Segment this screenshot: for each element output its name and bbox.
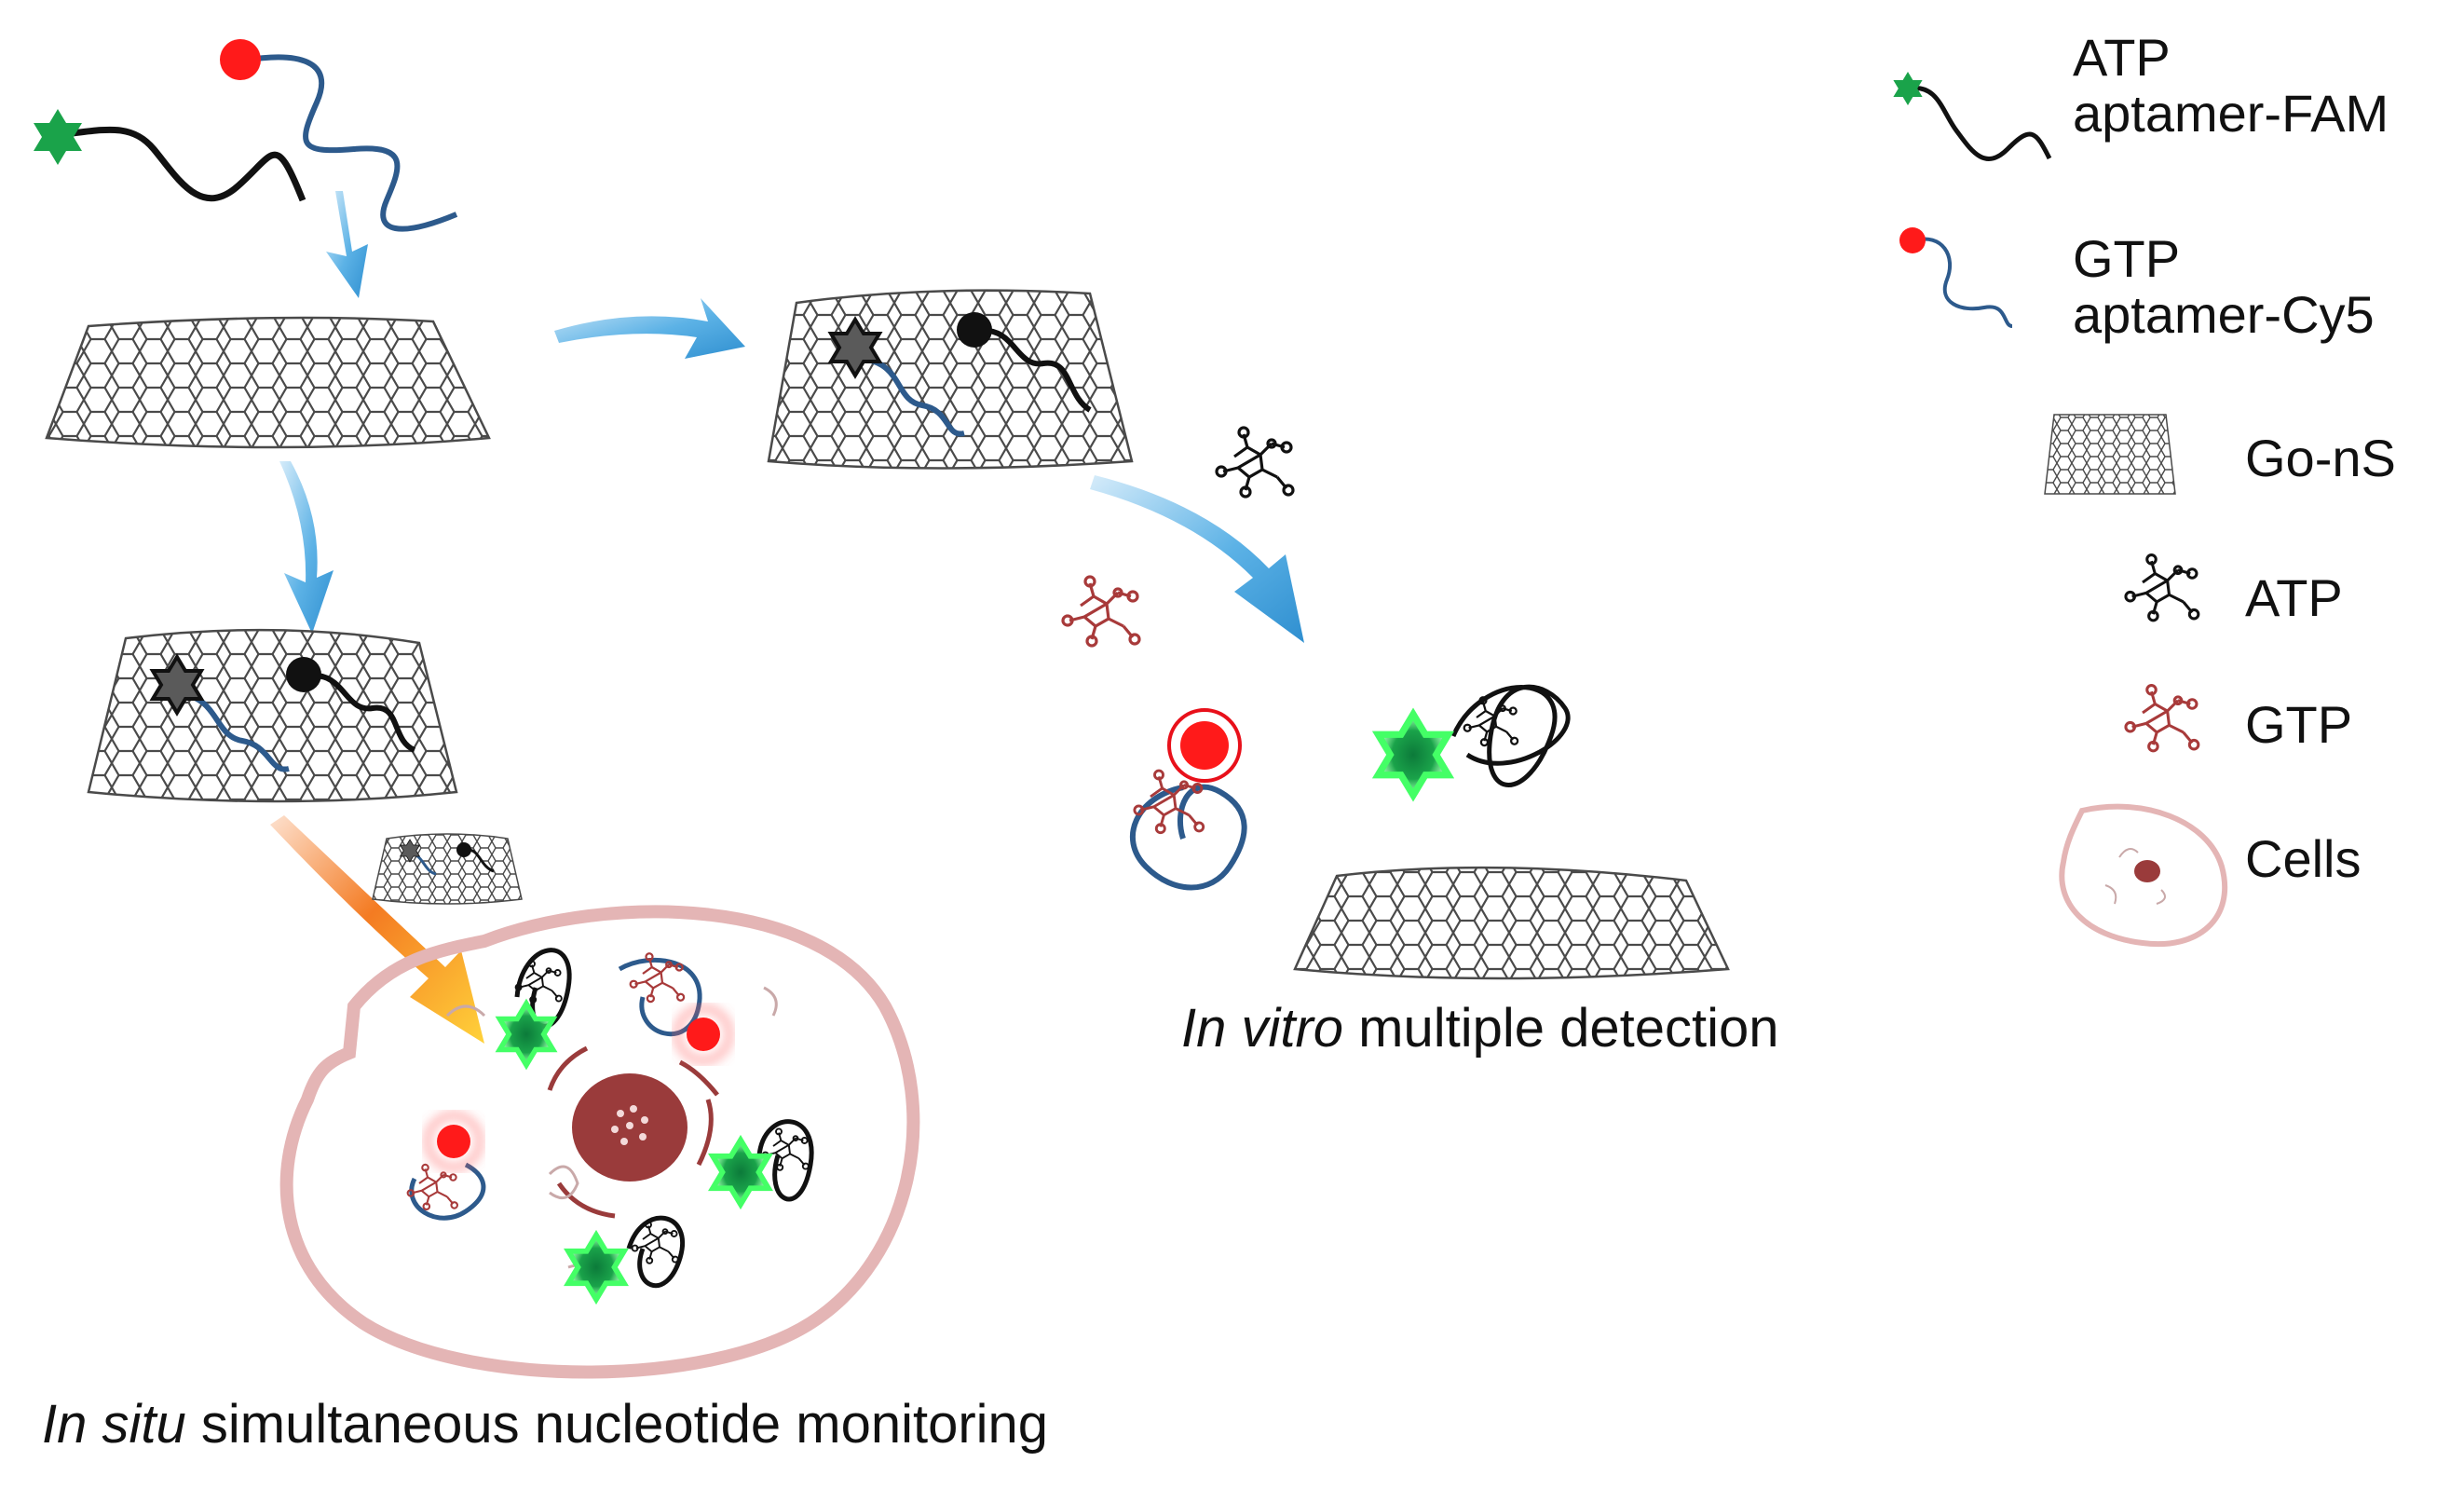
- fam-fluorophore-icon: [34, 109, 82, 165]
- arrow-down-2: [279, 461, 334, 634]
- invitro-caption: In vitro multiple detection: [1181, 1002, 1779, 1056]
- invitro-caption-italic: In vitro: [1181, 998, 1344, 1059]
- quenched-cy5-icon-2: [957, 312, 992, 348]
- cell-atp-aptamer-bottom: [568, 1215, 685, 1299]
- arrow-diagonal: [1090, 475, 1304, 643]
- arrow-down-1: [326, 191, 368, 298]
- legend-cells-label: Cells: [2245, 829, 2362, 888]
- free-atp-aptamer: [34, 109, 306, 202]
- invitro-caption-rest: multiple detection: [1343, 998, 1779, 1059]
- arrow-right: [554, 298, 745, 359]
- gons-sheet-initial: [45, 316, 491, 449]
- cell-illustration: [279, 905, 920, 1379]
- legend-atp-aptamer-label: ATP aptamer-FAM: [2073, 28, 2389, 143]
- cy5-signal-icon: [1180, 721, 1229, 770]
- gtp-molecule-icon: [1061, 575, 1141, 648]
- cy5-fluorophore-icon: [220, 39, 261, 80]
- quenched-cy5-icon: [286, 657, 321, 692]
- insitu-caption: In situ simultaneous nucleotide monitori…: [42, 1398, 1048, 1452]
- gons-sheet-loaded-left: [87, 628, 458, 803]
- gons-sheet-released: [1293, 866, 1730, 980]
- arrow-into-cell: [270, 815, 484, 1044]
- cell-atp-aptamer-right: [713, 1119, 814, 1205]
- fam-signal-icon: [1378, 715, 1448, 796]
- free-gtp-aptamer: [220, 39, 458, 232]
- gons-sheet-mini: [372, 833, 523, 905]
- legend-atp-icon: [2124, 553, 2200, 622]
- gons-sheet-loaded-right: [767, 289, 1134, 470]
- legend-atp-label: ATP: [2245, 568, 2343, 627]
- legend-gons-icon: [2044, 414, 2176, 495]
- legend-gtp-label: GTP: [2245, 695, 2353, 754]
- insitu-caption-rest: simultaneous nucleotide monitoring: [185, 1394, 1049, 1455]
- gtp-aptamer-bound: [1129, 708, 1247, 891]
- insitu-caption-italic: In situ: [42, 1394, 186, 1455]
- cell-gtp-aptamer-top: [618, 952, 731, 1062]
- legend-atp-aptamer-icon: [1893, 72, 2052, 161]
- atp-aptamer-bound: [1378, 684, 1571, 796]
- legend-gtp-icon: [2124, 684, 2200, 753]
- cell-atp-aptamer-top: [499, 948, 572, 1065]
- legend-cell-icon: [2059, 803, 2228, 948]
- atp-molecule-icon: [1215, 426, 1295, 499]
- legend-gtp-aptamer-icon: [1899, 227, 2013, 328]
- legend-gons-label: Go-nS: [2245, 429, 2396, 487]
- cell-gtp-aptamer-left: [406, 1113, 486, 1221]
- legend-gtp-aptamer-label: GTP aptamer-Cy5: [2073, 229, 2375, 344]
